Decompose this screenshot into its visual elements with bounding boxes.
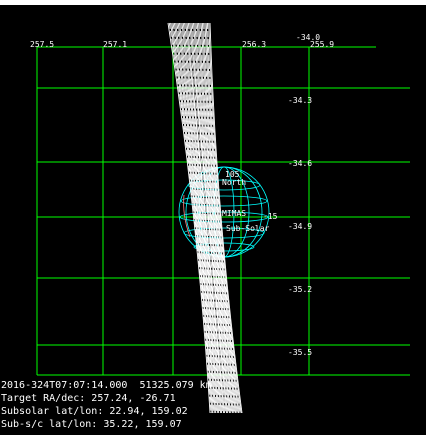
ring-swath-line (207, 22, 241, 414)
ring-swath-line (170, 22, 213, 414)
dec-label: -34.9 (288, 222, 312, 231)
ring-swath (167, 22, 243, 414)
ring-swath-line (168, 22, 212, 414)
sky-viewport: 257.5 257.1 256.3 255.9 -34.0 -34.3 -34.… (0, 5, 426, 435)
ring-swath-line (191, 22, 229, 414)
ring-swath-line (173, 22, 216, 414)
dec-label: -35.2 (288, 285, 312, 294)
ring-swath-line (209, 22, 243, 414)
ring-swath-line (189, 22, 227, 414)
ring-swath-line (193, 22, 230, 414)
ring-swath-line (167, 22, 211, 414)
ring-swath-line (199, 22, 235, 414)
terminator-line (183, 194, 191, 238)
ring-swath-line (205, 22, 240, 414)
ring-swath-line (180, 22, 221, 414)
ring-swath-line (194, 22, 231, 414)
sub-solar-label: Sub-Solar (226, 224, 270, 233)
ring-swath-line (200, 22, 236, 414)
time-range-readout: 2016-324T07:07:14.000 51325.079 km (1, 380, 212, 391)
ring-swath-line (196, 22, 233, 414)
ring-swath-line (172, 22, 215, 414)
dec-label: -35.5 (288, 348, 312, 357)
dec-label: -34.0 (296, 33, 320, 42)
sub-spacecraft-readout: Sub-s/c lat/lon: 35.22, 159.07 (1, 419, 182, 430)
ring-swath-line (184, 22, 224, 414)
dec-label: -34.3 (288, 96, 312, 105)
target-radec-readout: Target RA/dec: 257.24, -26.71 (1, 393, 176, 404)
ring-swath-line (195, 22, 232, 414)
ring-swath-line (179, 22, 220, 414)
ring-swath-line (204, 22, 239, 414)
ra-label: 256.3 (242, 40, 266, 49)
ring-swath-line (177, 22, 219, 414)
ring-swath-line (203, 22, 238, 414)
ring-swath-line (182, 22, 223, 414)
ring-swath-line (171, 22, 214, 414)
north-label: North (222, 178, 246, 187)
ring-swath-line (175, 22, 217, 414)
planet-parallel (187, 179, 261, 191)
ring-swath-line (176, 22, 218, 414)
ring-swath-line (185, 22, 225, 414)
subsolar-readout: Subsolar lat/lon: 22.94, 159.02 (1, 406, 188, 417)
ring-swath-line (187, 22, 226, 414)
lat-mark-side-label: -15 (263, 212, 278, 221)
planet-parallel (183, 227, 265, 239)
ring-swath-line (201, 22, 237, 414)
ring-swath-line (186, 22, 225, 414)
ring-swath-line (190, 22, 228, 414)
ring-swath-line (208, 22, 242, 414)
target-name-label: MIMAS (222, 209, 246, 218)
ring-swath-line (198, 22, 234, 414)
dec-label: -34.6 (288, 159, 312, 168)
ring-swath-line (181, 22, 222, 414)
lat-mark-top-label: 105 (225, 170, 240, 179)
planet-parallel (180, 195, 268, 207)
ra-label: 255.9 (310, 40, 334, 49)
planet-parallel (179, 211, 269, 223)
ra-label: 257.1 (103, 40, 127, 49)
sky-map: 257.5 257.1 256.3 255.9 -34.0 -34.3 -34.… (30, 22, 410, 414)
ra-label: 257.5 (30, 40, 54, 49)
